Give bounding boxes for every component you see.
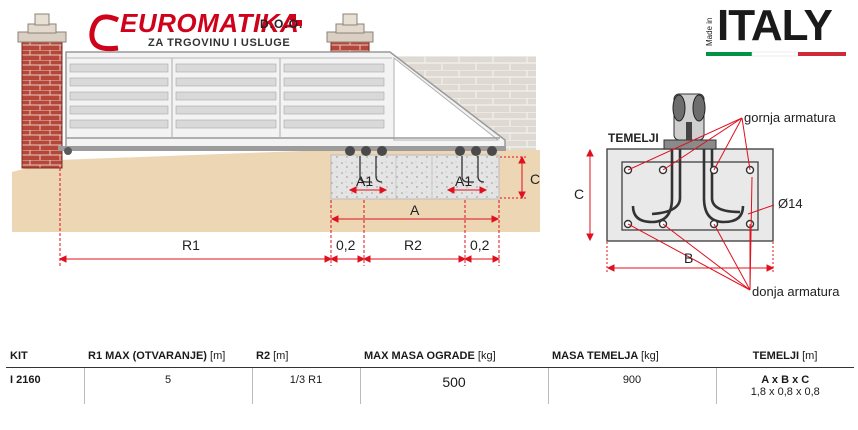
- dim-a: A: [410, 202, 420, 218]
- foundation-cross-section: [606, 93, 774, 242]
- made-in-label: Made in: [705, 17, 714, 47]
- cross-section-dimensions: [586, 148, 775, 274]
- dimension-lines: [58, 155, 528, 266]
- cell-temelji-value: 1,8 x 0,8 x 0,8: [750, 386, 820, 398]
- cell-temelji-formula: A x B x C: [761, 374, 810, 386]
- spec-table: KIT R1 MAX (OTVARANJE) [m] R2 [m] MAX MA…: [6, 344, 854, 404]
- spec-table-header: KIT R1 MAX (OTVARANJE) [m] R2 [m] MAX MA…: [6, 344, 854, 368]
- label-bottom-reinforcement: donja armatura: [752, 284, 840, 299]
- col-r2: R2 [m]: [252, 344, 360, 368]
- dim-r1: R1: [182, 237, 200, 253]
- col-masa-temelja: MASA TEMELJA [kg]: [548, 344, 716, 368]
- cell-r1: 5: [84, 367, 253, 404]
- table-row: I 2160 5 1/3 R1 500 900 A x B x C 1,8 x …: [6, 367, 854, 405]
- foundation-anchors: [359, 156, 485, 183]
- cell-temelji: A x B x C 1,8 x 0,8 x 0,8: [716, 368, 854, 405]
- dim-gap-left: 0,2: [336, 237, 356, 253]
- dim-c-section: C: [574, 186, 585, 202]
- label-bar-diameter: Ø14: [778, 196, 803, 211]
- brand-logo-mark: [89, 14, 302, 52]
- brand-logo: EUROMATIKA D.O.O. ZA TRGOVINU I USLUGE: [92, 8, 342, 54]
- italy-flag-stripe: [706, 51, 846, 57]
- leader-lines: [627, 117, 775, 291]
- cell-max-masa: 500: [360, 367, 549, 404]
- dim-b: B: [684, 250, 694, 266]
- left-pillar: [21, 39, 63, 169]
- brand-suffix: D.O.O.: [260, 17, 304, 31]
- foundation-block: [330, 154, 500, 200]
- col-r1: R1 MAX (OTVARANJE) [m]: [84, 344, 252, 368]
- brand-tagline: ZA TRGOVINU I USLUGE: [148, 37, 291, 49]
- italy-wordmark: ITALY: [717, 1, 833, 50]
- cell-kit: I 2160: [6, 367, 85, 404]
- dim-r2: R2: [404, 237, 422, 253]
- cell-r2: 1/3 R1: [252, 367, 361, 404]
- cross-section-title: TEMELJI: [608, 131, 659, 145]
- col-max-masa: MAX MASA OGRADE [kg]: [360, 344, 548, 368]
- col-temelji: TEMELJI [m]: [716, 344, 854, 368]
- dim-a1-right: A1: [455, 173, 473, 189]
- sliding-gate: [58, 51, 506, 156]
- brand-name: EUROMATIKA: [120, 8, 300, 38]
- label-top-reinforcement: gornja armatura: [744, 110, 836, 125]
- made-in-italy-badge: Made in ITALY: [705, 4, 847, 58]
- col-kit: KIT: [6, 344, 84, 368]
- dim-c-side: C: [530, 171, 541, 187]
- dim-gap-right: 0,2: [470, 237, 490, 253]
- cell-masa-temelja: 900: [548, 367, 717, 404]
- dim-a1-left: A1: [356, 173, 374, 189]
